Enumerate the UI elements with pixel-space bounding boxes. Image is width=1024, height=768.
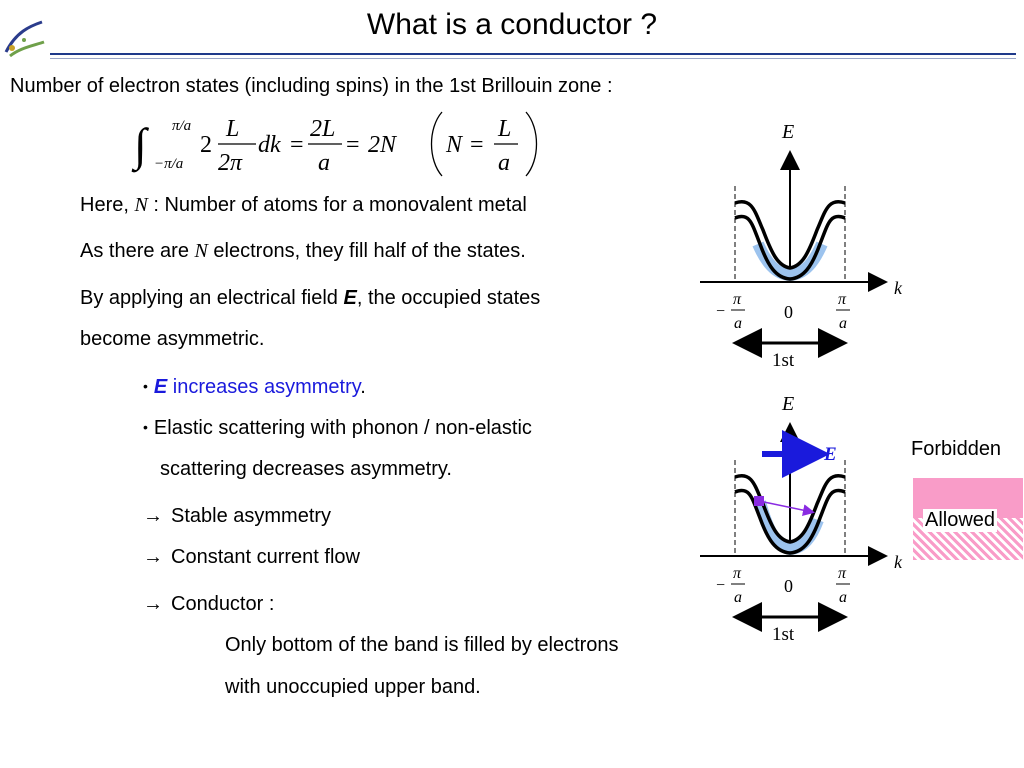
equals-sign-1: = <box>290 132 304 158</box>
neg-pi-den: a <box>734 315 742 332</box>
here-text-b: : Number of atoms for a monovalent metal <box>147 194 527 216</box>
logo <box>2 18 48 60</box>
right-paren <box>525 111 538 177</box>
bullet-1-dot: . <box>360 376 366 398</box>
integral-upper-limit: π/a <box>172 118 191 134</box>
as-text-b: electrons, they fill half of the states. <box>207 240 526 262</box>
by-text-b: , the occupied states <box>356 287 541 309</box>
fraction-3-denominator: a <box>498 150 510 176</box>
by-text-a: By applying an electrical field <box>80 287 344 309</box>
neg-pi-minus-2: − <box>716 577 725 594</box>
equals-sign-2: = <box>346 132 360 158</box>
arrow-item-stable: → Stable asymmetry <box>143 505 331 528</box>
bullet-2-line-1: Elastic scattering with phonon / non-ela… <box>153 417 532 439</box>
bullet-dot: • <box>143 378 148 394</box>
page-title: What is a conductor ? <box>366 8 658 41</box>
right-arrow-icon: → <box>143 546 163 568</box>
equation-factor: 2 <box>200 132 212 158</box>
fraction-3-numerator: L <box>497 116 511 142</box>
fraction-1-numerator: L <box>225 116 239 142</box>
band-curve-outer <box>734 199 846 270</box>
energy-axis-label-2: E <box>781 393 794 415</box>
title-rule <box>50 53 1016 55</box>
bullet-dot: • <box>143 419 148 435</box>
equation-result: 2N <box>368 132 398 158</box>
energy-axis-label: E <box>781 121 794 143</box>
title-rule-thin <box>50 58 1016 59</box>
become-line: become asymmetric. <box>80 328 265 350</box>
band-diagram-equilibrium: E k − π a 0 π a 1st <box>700 112 910 374</box>
bullet-2: • Elastic scattering with phonon / non-el… <box>143 417 532 440</box>
intro-text: Number of electron states (including spi… <box>10 75 613 97</box>
as-n: N <box>194 240 208 262</box>
neg-pi-num: π <box>733 291 742 308</box>
stable-text: Stable asymmetry <box>171 505 332 527</box>
fraction-1-denominator: 2π <box>218 150 243 176</box>
as-line: As there are N electrons, they fill half… <box>80 240 526 263</box>
band-curve-outer-2 <box>734 473 846 544</box>
zone-label: 1st <box>772 350 795 371</box>
bullet-1-e: E <box>153 376 168 398</box>
here-text-a: Here, <box>80 194 135 216</box>
neg-pi-minus: − <box>716 303 725 320</box>
pos-pi-num-2: π <box>838 565 847 582</box>
equation-dk: dk <box>258 132 281 158</box>
as-text-a: As there are <box>80 240 195 262</box>
integral-lower-limit: −π/a <box>154 156 183 172</box>
by-line: By applying an electrical field E, the o… <box>80 287 540 310</box>
scattering-arrow <box>763 501 815 517</box>
by-e: E <box>343 287 357 309</box>
neg-pi-num-2: π <box>733 565 742 582</box>
k-axis-label-2: k <box>894 552 903 572</box>
conclusion-line-1: Only bottom of the band is filled by ele… <box>225 634 619 656</box>
fraction-2-denominator: a <box>318 150 330 176</box>
legend-allowed-label: Allowed <box>923 509 998 532</box>
states-equation: ∫ π/a −π/a 2 L 2π dk = 2L a = 2N N = L a <box>130 108 550 180</box>
constant-text: Constant current flow <box>171 546 360 568</box>
k-axis-label: k <box>894 278 903 298</box>
arrow-item-conductor: → Conductor : <box>143 593 274 616</box>
left-paren <box>430 111 443 177</box>
here-n: N <box>134 194 148 216</box>
band-curve-inner <box>734 214 846 281</box>
integral-sign: ∫ <box>131 119 149 173</box>
pos-pi-den: a <box>839 315 847 332</box>
pos-pi-num: π <box>838 291 847 308</box>
bullet-1-text: increases asymmetry <box>167 376 361 398</box>
band-diagram-field: E k E − π a 0 π a 1st <box>700 386 910 648</box>
arrow-item-constant: → Constant current flow <box>143 546 360 569</box>
bullet-2-continuation: scattering decreases asymmetry. <box>160 458 452 480</box>
zone-label-2: 1st <box>772 624 795 645</box>
field-label: E <box>823 444 837 465</box>
origin-label-2: 0 <box>784 576 793 596</box>
logo-mark <box>4 20 45 58</box>
conductor-text: Conductor : <box>171 593 275 615</box>
equals-sign-3: = <box>470 132 484 158</box>
fraction-2-numerator: 2L <box>310 116 335 142</box>
right-arrow-icon: → <box>143 593 163 615</box>
neg-pi-den-2: a <box>734 589 742 606</box>
conclusion-line-2: with unoccupied upper band. <box>225 676 481 698</box>
scattered-electron <box>754 496 764 506</box>
bullet-1: • E increases asymmetry. <box>143 376 366 399</box>
paren-lhs: N <box>445 132 464 158</box>
right-arrow-icon: → <box>143 505 163 527</box>
legend-forbidden-label: Forbidden <box>911 438 1002 460</box>
origin-label: 0 <box>784 302 793 322</box>
here-line: Here, N : Number of atoms for a monovale… <box>80 194 527 217</box>
pos-pi-den-2: a <box>839 589 847 606</box>
